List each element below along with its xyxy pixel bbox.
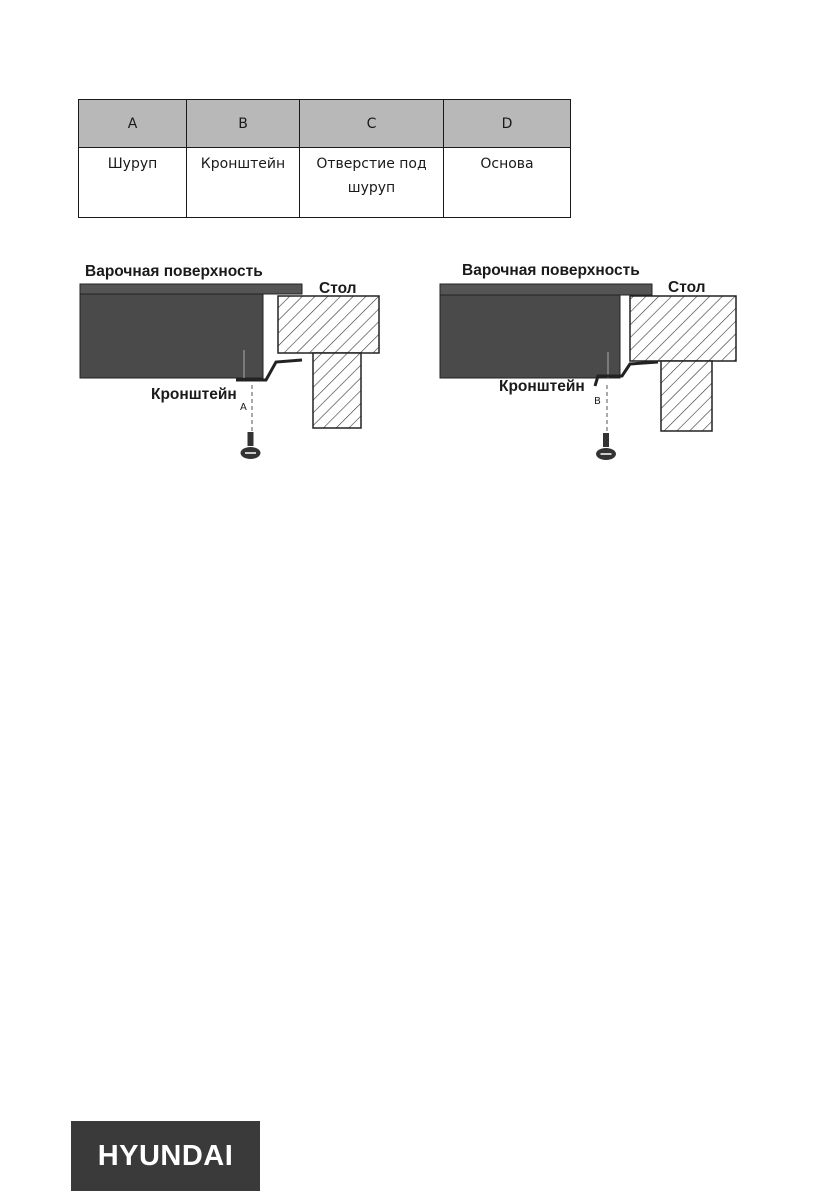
legend-value-d: Основа bbox=[443, 147, 571, 218]
bracket-left bbox=[236, 358, 303, 382]
legend-value-b: Кронштейн bbox=[186, 147, 300, 218]
legend-value-c-text: Отверстие под шуруп bbox=[316, 156, 427, 196]
brand-logo: HYUNDAI bbox=[71, 1121, 260, 1191]
hob-body-right bbox=[439, 294, 621, 379]
bracket-right bbox=[593, 360, 659, 387]
marker-left: A bbox=[240, 402, 247, 413]
cabinet-side-left bbox=[312, 352, 362, 429]
diagram-left: Варочная поверхность Стол Кронштейн A bbox=[79, 263, 380, 459]
legend-value-c: Отверстие под шуруп bbox=[299, 147, 444, 218]
hob-label-left: Варочная поверхность bbox=[85, 263, 263, 280]
legend-header-d: D bbox=[443, 99, 571, 148]
countertop-right bbox=[629, 295, 737, 362]
legend-value-row: Шуруп Кронштейн Отверстие под шуруп Осно… bbox=[78, 147, 571, 218]
legend-header-row: A B C D bbox=[78, 99, 571, 148]
legend-header-c: C bbox=[299, 99, 444, 148]
table-label-right: Стол bbox=[668, 279, 706, 296]
diagram-right: Варочная поверхность Стол Кронштейн B bbox=[439, 262, 737, 460]
countertop-left bbox=[277, 295, 380, 354]
installation-diagram: Варочная поверхность Стол Кронштейн A Ва… bbox=[79, 262, 737, 460]
legend-value-a: Шуруп bbox=[78, 147, 187, 218]
bracket-label-left: Кронштейн bbox=[151, 386, 237, 403]
cabinet-side-right bbox=[660, 360, 713, 432]
hob-body-left bbox=[79, 293, 264, 379]
legend-table: A B C D Шуруп Кронштейн Отверстие под шу… bbox=[78, 99, 571, 218]
brand-logo-text: HYUNDAI bbox=[97, 1139, 234, 1172]
marker-right: B bbox=[594, 396, 601, 407]
table-label-left: Стол bbox=[319, 280, 357, 297]
legend-header-a: A bbox=[78, 99, 187, 148]
hob-top-plate-right bbox=[439, 283, 653, 296]
hob-top-plate-left bbox=[79, 283, 303, 295]
bracket-label-right: Кронштейн bbox=[499, 378, 585, 395]
screw-icon-right bbox=[596, 433, 616, 460]
screw-icon-left bbox=[240, 432, 261, 459]
hob-label-right: Варочная поверхность bbox=[462, 262, 640, 279]
